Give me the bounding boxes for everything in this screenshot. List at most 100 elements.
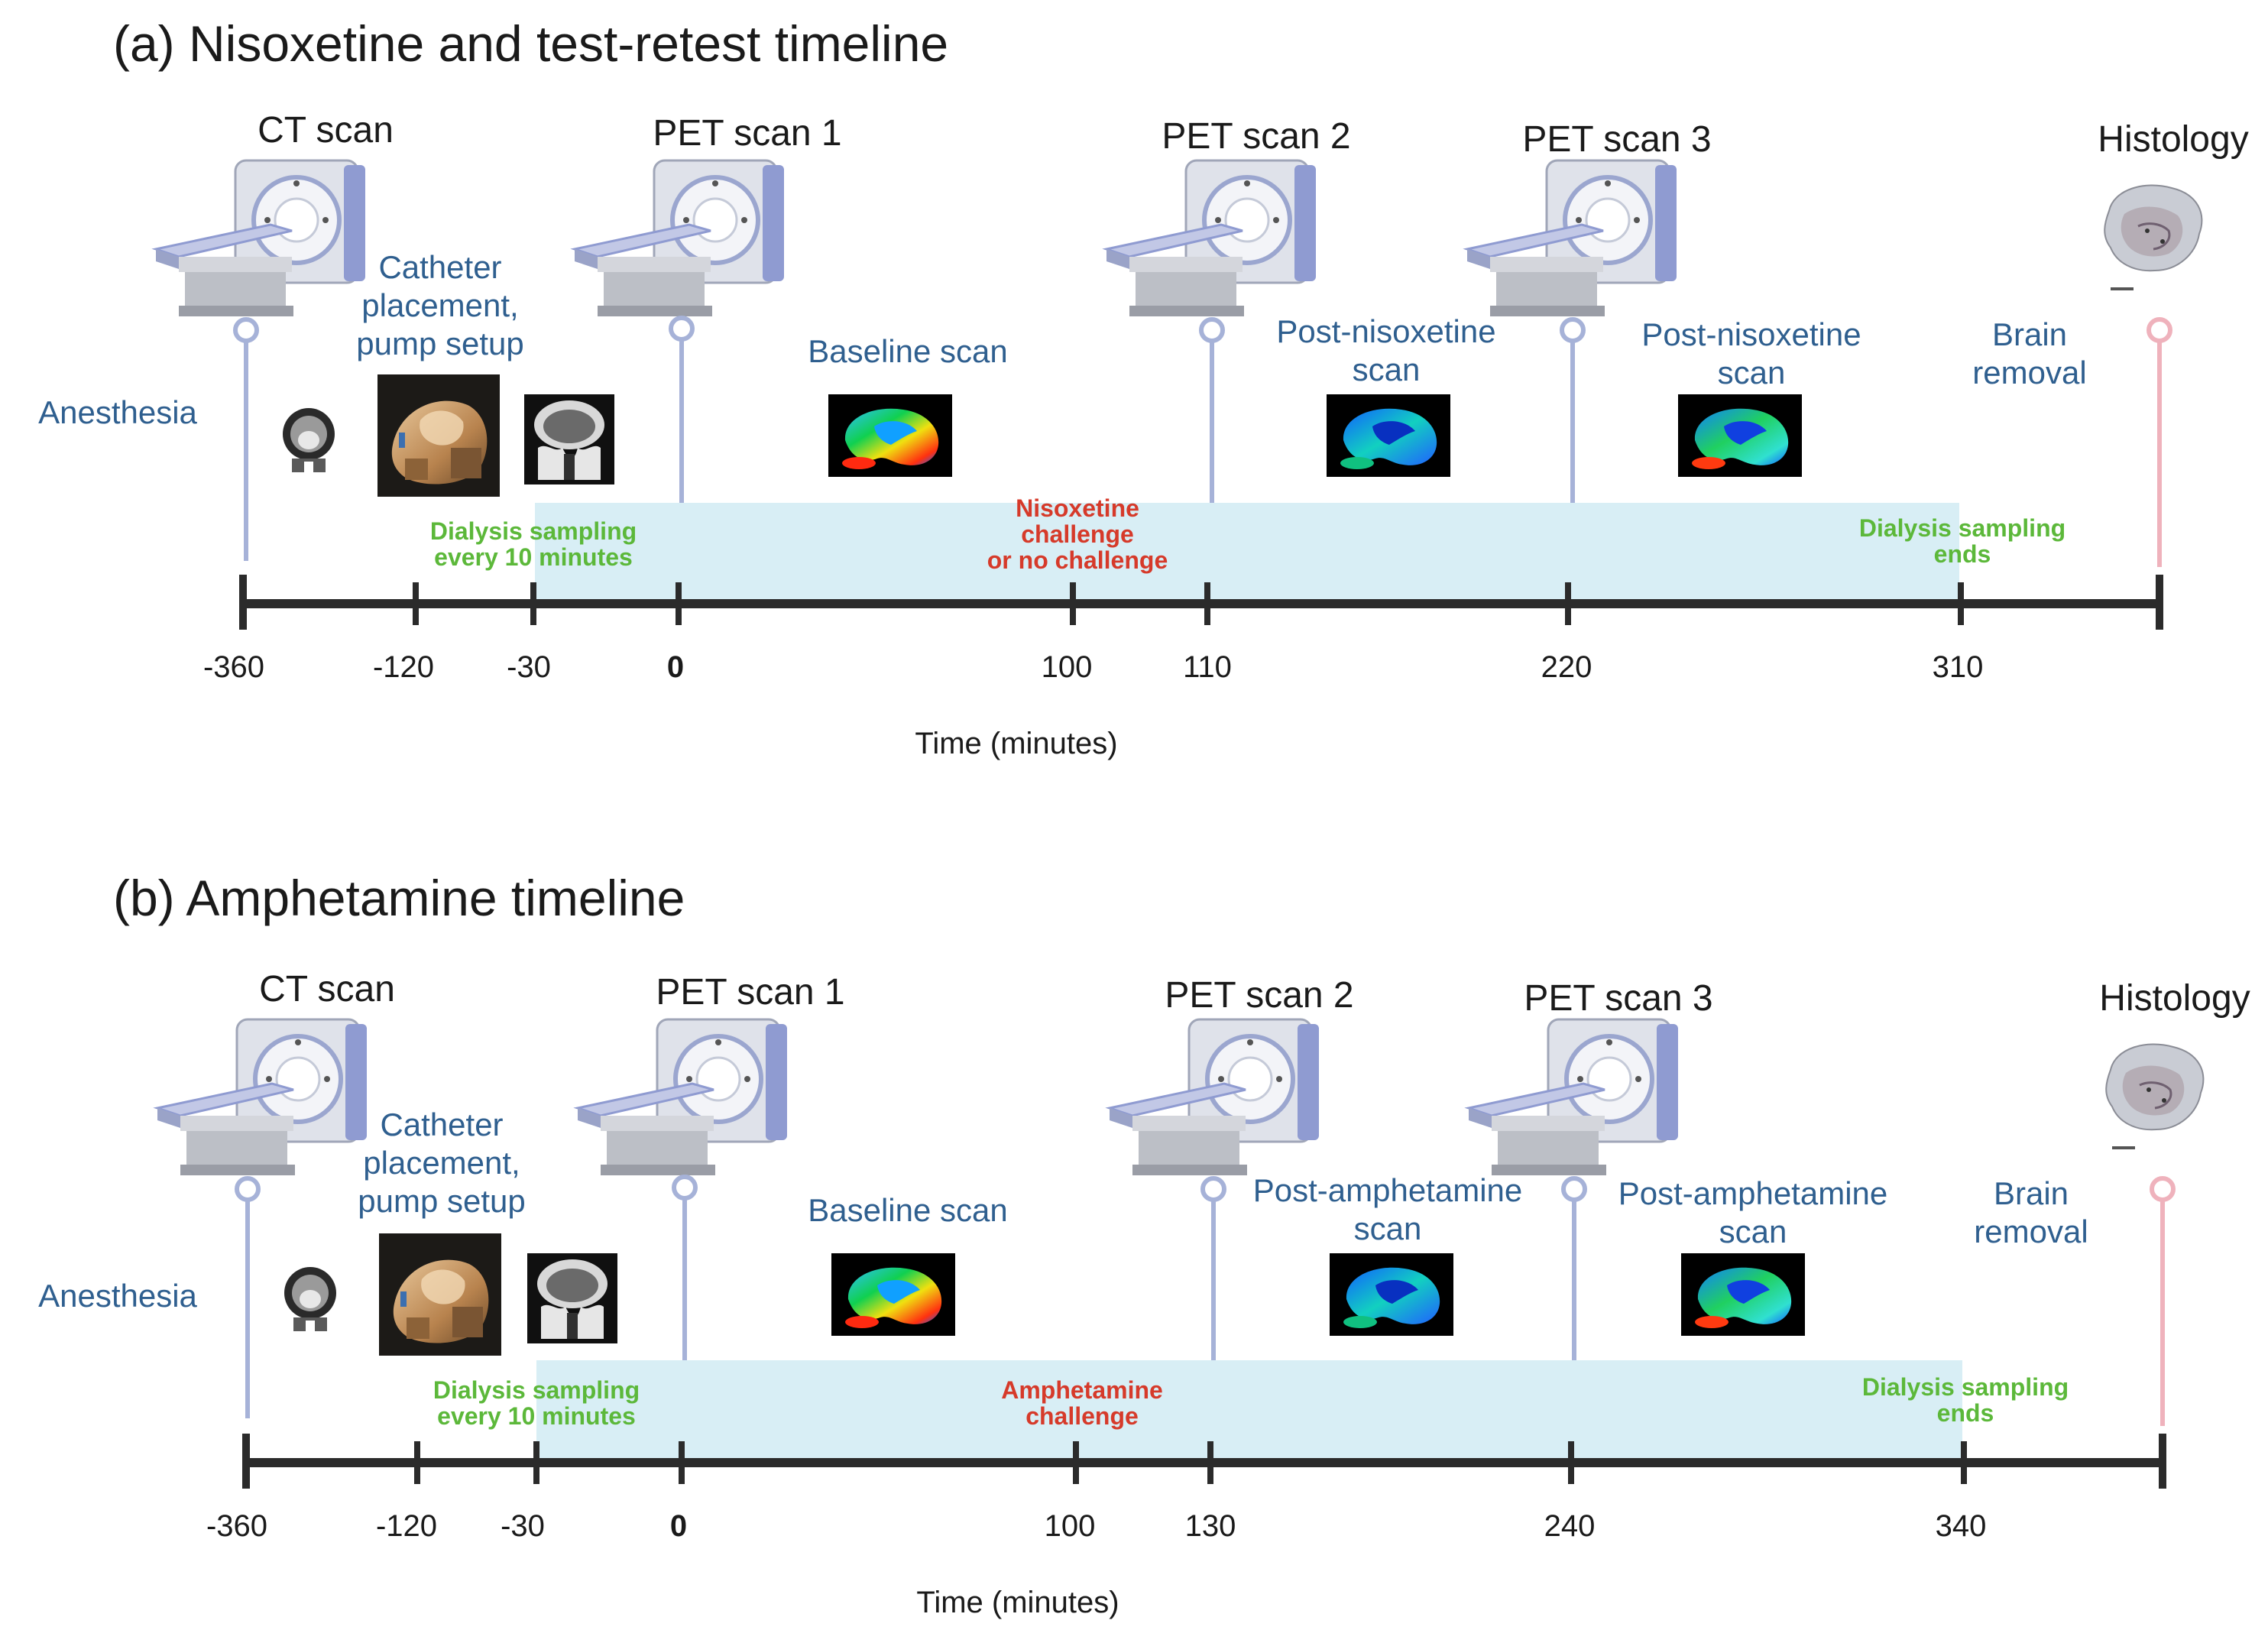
event-marker-pet-scan-2 [1199, 317, 1225, 503]
panel-b: (b) Amphetamine timeline CT scan PET sca… [38, 870, 2250, 1619]
pet-scanner-icon [1467, 160, 1677, 316]
pet-scan-1-label: PET scan 1 [653, 113, 841, 154]
pet-scanner-icon [1110, 1019, 1319, 1175]
tick-label-zero: 0 [670, 1509, 687, 1543]
tick-label: 130 [1185, 1509, 1236, 1543]
challenge-note-line-2: challenge [1021, 520, 1134, 548]
tick-label: -360 [206, 1509, 267, 1543]
dialysis-sampling-band [536, 1360, 1962, 1458]
post-scan-2-label-line-1: Post-nisoxetine [1276, 313, 1495, 349]
challenge-note-line-1: Nisoxetine [1016, 494, 1139, 522]
brain-removal-label-line-1: Brain [1994, 1175, 2069, 1211]
event-marker-anesthesia [235, 1176, 261, 1418]
ct-slice-icon [524, 394, 614, 484]
post-scan-2-label-line-1: Post-amphetamine [1253, 1172, 1523, 1208]
dialysis-end-note-line-2: ends [1934, 540, 1991, 568]
ct-scan-label: CT scan [259, 969, 395, 1009]
pet-brain-image-icon [1330, 1253, 1453, 1336]
event-marker-histology [2150, 1176, 2176, 1426]
axis-title: Time (minutes) [915, 727, 1117, 760]
catheter-label-line-1: Catheter [378, 249, 501, 285]
tick-label: 310 [1933, 650, 1984, 684]
challenge-note-line-1: Amphetamine [1001, 1376, 1163, 1404]
pet-scan-3-label: PET scan 3 [1524, 978, 1712, 1019]
ct-slice-icon [527, 1253, 617, 1343]
ct-slice-icon [264, 402, 353, 475]
tick-label: 110 [1183, 650, 1232, 684]
tick-label: 100 [1045, 1509, 1096, 1543]
tick-label: 340 [1936, 1509, 1987, 1543]
event-marker-pet-scan-2 [1200, 1176, 1226, 1360]
post-scan-3-label-line-1: Post-nisoxetine [1641, 316, 1861, 352]
pet-scanner-icon [1469, 1019, 1678, 1175]
dialysis-start-note-line-1: Dialysis sampling [433, 1376, 640, 1404]
tick-label: -120 [376, 1509, 437, 1543]
pet-scan-3-label: PET scan 3 [1522, 119, 1711, 160]
catheter-label-line-2: placement, [363, 1145, 520, 1181]
pet-brain-image-icon [1678, 394, 1802, 477]
pet-scan-1-label: PET scan 1 [656, 972, 844, 1013]
tick-label: 240 [1544, 1509, 1596, 1543]
pet-brain-image-icon [1327, 394, 1450, 477]
baseline-scan-label: Baseline scan [808, 333, 1008, 369]
ct-scanner-icon [157, 1019, 367, 1175]
post-scan-2-label-line-2: scan [1353, 352, 1421, 387]
event-marker-pet-scan-1 [669, 316, 695, 503]
catheter-label-line-3: pump setup [356, 326, 523, 361]
event-marker-histology [2146, 317, 2172, 567]
pet-scan-2-label: PET scan 2 [1162, 116, 1350, 157]
time-axis [242, 1434, 2166, 1489]
event-marker-pet-scan-3 [1561, 1176, 1587, 1360]
brain-removal-label-line-2: removal [1972, 355, 2086, 390]
dialysis-start-note-line-2: every 10 minutes [434, 543, 633, 571]
anesthesia-label: Anesthesia [38, 1278, 197, 1314]
rat-3d-icon [377, 374, 500, 497]
rat-3d-icon [379, 1233, 501, 1356]
ct-scanner-icon [156, 160, 365, 316]
panel-a-title: (a) Nisoxetine and test-retest timeline [113, 15, 948, 72]
post-scan-3-label-line-1: Post-amphetamine [1618, 1175, 1888, 1211]
tick-label: -120 [373, 650, 434, 684]
histology-slice-icon [2104, 1043, 2205, 1151]
panel-b-title: (b) Amphetamine timeline [113, 870, 685, 926]
event-marker-pet-scan-3 [1560, 317, 1586, 503]
ct-scan-label: CT scan [258, 110, 394, 151]
anesthesia-label: Anesthesia [38, 394, 197, 430]
pet-scanner-icon [575, 160, 784, 316]
panel-a: (a) Nisoxetine and test-retest timeline … [38, 15, 2249, 760]
catheter-label-line-3: pump setup [358, 1183, 525, 1219]
histology-label: Histology [2099, 978, 2250, 1019]
pet-brain-image-icon [831, 1253, 955, 1336]
dialysis-sampling-band [535, 503, 1959, 601]
event-marker-anesthesia [233, 317, 259, 561]
baseline-scan-label: Baseline scan [808, 1192, 1008, 1228]
challenge-note-line-3: or no challenge [987, 546, 1168, 574]
histology-label: Histology [2098, 119, 2248, 160]
post-scan-3-label-line-2: scan [1718, 355, 1786, 390]
tick-label: 100 [1042, 650, 1093, 684]
tick-label-zero: 0 [667, 650, 684, 684]
post-scan-2-label-line-2: scan [1354, 1210, 1422, 1246]
event-marker-pet-scan-1 [672, 1175, 698, 1360]
pet-brain-image-icon [828, 394, 952, 477]
tick-label: -360 [203, 650, 264, 684]
post-scan-3-label-line-2: scan [1719, 1214, 1787, 1249]
brain-removal-label-line-1: Brain [1992, 316, 2067, 352]
catheter-label-line-2: placement, [361, 287, 518, 323]
dialysis-start-note-line-2: every 10 minutes [437, 1402, 636, 1430]
ct-slice-icon [266, 1261, 355, 1334]
pet-scanner-icon [578, 1019, 787, 1175]
brain-removal-label-line-2: removal [1974, 1214, 2088, 1249]
pet-scanner-icon [1106, 160, 1316, 316]
histology-slice-icon [2103, 184, 2203, 292]
catheter-label-line-1: Catheter [380, 1107, 503, 1142]
time-axis [239, 575, 2163, 630]
pet-brain-image-icon [1681, 1253, 1805, 1336]
dialysis-end-note-line-1: Dialysis sampling [1862, 1373, 2069, 1401]
tick-label: -30 [501, 1509, 545, 1543]
tick-label: 220 [1541, 650, 1592, 684]
tick-label: -30 [507, 650, 551, 684]
dialysis-end-note-line-2: ends [1937, 1399, 1994, 1427]
dialysis-start-note-line-1: Dialysis sampling [430, 517, 637, 545]
